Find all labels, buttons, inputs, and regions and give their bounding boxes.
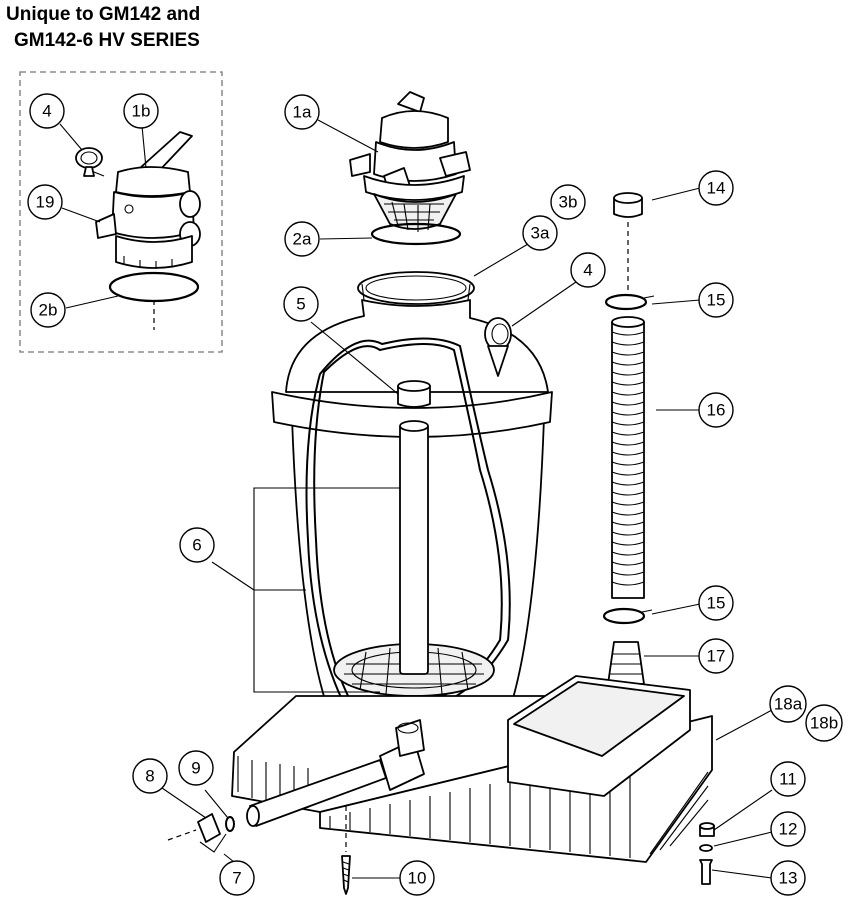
- title-line-1: Unique to GM142 and: [6, 4, 201, 25]
- title-line-2: GM142-6 HV SERIES: [14, 30, 200, 51]
- svg-text:14: 14: [707, 179, 726, 198]
- svg-text:15: 15: [707, 291, 726, 310]
- svg-text:1b: 1b: [132, 102, 151, 121]
- svg-text:12: 12: [779, 820, 798, 839]
- svg-text:6: 6: [192, 536, 201, 555]
- callout-3b: 3b: [550, 184, 586, 220]
- callout-6: 6: [179, 527, 215, 563]
- inset-pressure-gauge: [75, 147, 105, 177]
- filter-base: [231, 675, 713, 863]
- callout-13: 13: [770, 860, 806, 896]
- filter-tank: [271, 299, 553, 737]
- leader-lines: [59, 119, 773, 879]
- svg-text:18a: 18a: [774, 695, 803, 714]
- svg-text:15: 15: [707, 594, 726, 613]
- callout-12: 12: [770, 811, 806, 847]
- drain-plug-and-oring: [167, 813, 235, 853]
- callout-2b: 2b: [30, 292, 66, 328]
- callout-17: 17: [698, 638, 734, 674]
- o-ring-2a: [370, 222, 462, 246]
- callout-16: 16: [698, 392, 734, 428]
- callout-14: 14: [698, 170, 734, 206]
- callout-1a: 1a: [284, 94, 320, 130]
- callout-10: 10: [399, 860, 435, 896]
- svg-text:10: 10: [408, 869, 427, 888]
- callout-1b: 1b: [123, 93, 159, 129]
- svg-text:18b: 18b: [810, 714, 838, 733]
- callout-4: 4: [570, 252, 606, 288]
- inset-multiport-valve: [95, 131, 201, 330]
- svg-text:4: 4: [583, 261, 592, 280]
- svg-text:17: 17: [707, 647, 726, 666]
- svg-text:1a: 1a: [293, 103, 312, 122]
- callout-15-top: 15: [698, 282, 734, 318]
- svg-text:9: 9: [191, 759, 200, 778]
- inset-frame: [19, 71, 223, 353]
- svg-text:2b: 2b: [39, 301, 58, 320]
- callout-15-bottom: 15: [698, 585, 734, 621]
- callout-2a: 2a: [284, 221, 320, 257]
- callout-3a: 3a: [522, 215, 558, 251]
- svg-text:3b: 3b: [559, 193, 578, 212]
- main-multiport-valve: [349, 91, 471, 232]
- callout-9: 9: [178, 750, 214, 786]
- svg-text:19: 19: [36, 193, 55, 212]
- callout-18b: 18b: [805, 704, 843, 742]
- nut-washer-bolt: [699, 822, 715, 885]
- svg-text:13: 13: [779, 869, 798, 888]
- callout-18a: 18a: [769, 685, 807, 723]
- tank-clamp-ring: [357, 271, 475, 305]
- callout-19: 19: [27, 184, 63, 220]
- svg-text:4: 4: [42, 102, 51, 121]
- base-screw: [341, 806, 351, 895]
- svg-text:5: 5: [296, 295, 305, 314]
- callout-8: 8: [132, 758, 168, 794]
- callout-5: 5: [283, 286, 319, 322]
- svg-text:8: 8: [145, 767, 154, 786]
- svg-text:3a: 3a: [531, 224, 550, 243]
- callout-11: 11: [770, 761, 806, 797]
- svg-text:7: 7: [232, 869, 241, 888]
- callout-7: 7: [219, 860, 255, 896]
- hose-assembly: [602, 192, 655, 703]
- svg-text:16: 16: [707, 401, 726, 420]
- callout-4-inset: 4: [29, 93, 65, 129]
- svg-text:2a: 2a: [293, 230, 312, 249]
- svg-text:11: 11: [779, 770, 797, 789]
